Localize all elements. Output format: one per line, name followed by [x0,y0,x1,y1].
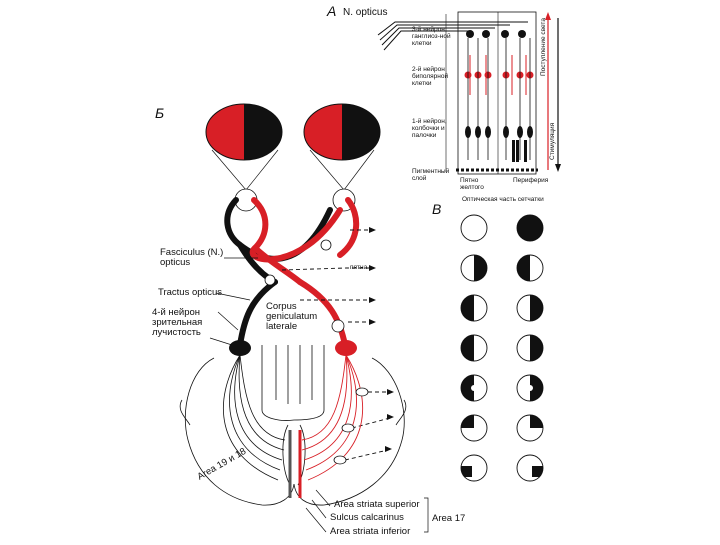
retina-field-circle [516,374,544,402]
layer2-label: 2-й нейрон биполярной клетки [412,66,449,87]
striata-inf-label: Area striata inferior [330,526,411,537]
panel-a-letter: А [327,3,337,19]
left-eye [205,103,283,161]
retina-field-circle [516,454,544,482]
tractus-label: Tractus opticus [158,287,223,298]
retina-field-circle [460,214,488,242]
red-radiation [298,354,364,498]
neuron4-label: 4-й нейрон зрительная лучистость [152,307,203,338]
retina-field-circle [516,414,544,442]
retina-field-circle [460,254,488,282]
panel-a-retina [377,11,561,175]
dashed-projections [281,229,391,461]
retina-field-circle [516,294,544,322]
retina-field-circle [516,334,544,362]
retina-field-circle [460,334,488,362]
cones-rods [465,126,533,162]
panel-v-fields [460,214,544,482]
brain-outline [179,345,407,506]
geniculate-right [335,340,357,356]
retina-field-circle [516,214,544,242]
macula-label: Пятно желтого [460,177,484,191]
layer1-label: 1-й нейрон, колбочки и палочки [412,118,447,139]
spot-label: пятна [350,264,368,271]
ganglion-cells [466,30,526,38]
geniculate-left [229,340,251,356]
bipolar-cells [464,71,534,79]
black-radiation [223,354,286,481]
sulcus-label: Sulcus calcarinus [330,512,404,523]
retina-field-circle [516,254,544,282]
fasciculus-label: Fasciculus (N.) opticus [160,247,224,268]
area17-label: Area 17 [432,513,466,524]
periphery-label: Периферия [513,177,549,184]
panel-v-letter: В [432,201,442,217]
red-tract [249,197,360,348]
retina-field-circle [460,414,488,442]
optic-nerve-fibers [377,21,528,51]
corpus-label: Corpus geniculatum laterale [266,301,318,332]
retina-field-circle [460,294,488,322]
retina-title: Оптическая часть сетчатки [462,196,544,203]
layer3-label: 3-й нейрон ганглиоз-ной клетки [412,26,451,47]
right-eye [303,103,381,161]
pigment-label: Пигментный слой [412,168,450,182]
nerve-label: N. opticus [343,7,388,18]
stimulation-label: Стимуляция [549,122,556,160]
retina-field-circle [460,374,488,402]
retina-frame [457,11,537,175]
retina-field-circle [460,454,488,482]
striata-sup-label: Area striata superior [334,499,420,510]
neuron-columns [467,38,531,160]
panel-b-pathway [179,103,429,533]
light-in-label: Поступление света [540,18,547,76]
bipolar-columns [469,55,527,95]
panel-b-letter: Б [155,105,165,121]
